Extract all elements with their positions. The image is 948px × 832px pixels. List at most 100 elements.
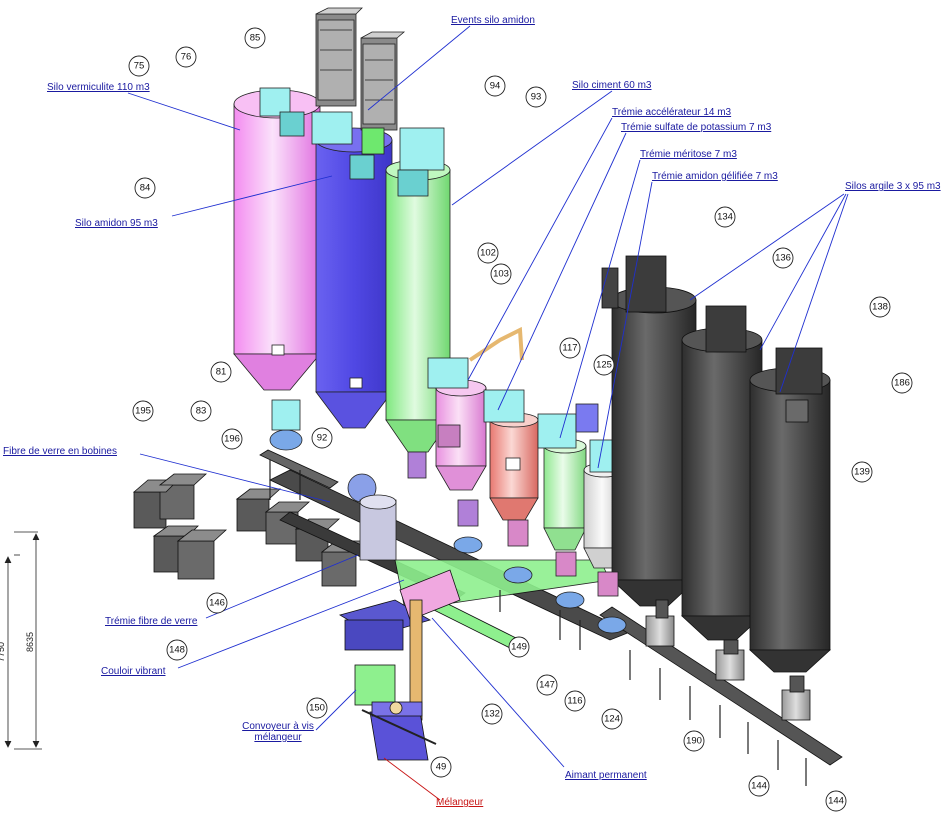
label-aimant-permanent: Aimant permanent (565, 770, 647, 781)
bubble-number: 150 (309, 703, 325, 714)
bubble-circle (536, 674, 558, 696)
item-bubble: 83 (190, 400, 212, 422)
bubble-circle (175, 46, 197, 68)
item-bubble: 195 (132, 400, 154, 422)
bubble-number: 195 (135, 406, 151, 417)
bubble-circle (559, 337, 581, 359)
label-tremie-accelerateur: Trémie accélérateur 14 m3 (612, 107, 732, 118)
label-couloir-vibrant: Couloir vibrant (101, 666, 166, 677)
bubble-number: 83 (196, 406, 207, 417)
silo-vermiculite (233, 87, 321, 391)
bubble-number: 84 (140, 183, 151, 194)
melangeur-leader (383, 757, 441, 801)
bubble-number: 149 (511, 642, 527, 653)
bubble-circle (306, 697, 328, 719)
bubble-circle (683, 730, 705, 752)
label-convoyeur-line2: mélangeur (254, 732, 302, 743)
item-bubble: 138 (869, 296, 891, 318)
dimension-outer: 8635 (25, 632, 35, 652)
bubble-circle (477, 242, 499, 264)
hopper-sulfate (483, 389, 539, 521)
bubble-number: 124 (604, 714, 620, 725)
label-convoyeur-a-vis: Convoyeur à vis mélangeur (232, 721, 324, 743)
leader-lines (127, 25, 849, 768)
dimension-lines (4, 531, 42, 750)
bubble-number: 94 (490, 81, 501, 92)
item-bubble: 134 (714, 206, 736, 228)
bubble-circle (484, 75, 506, 97)
item-bubble: 84 (134, 177, 156, 199)
bubble-number: 81 (216, 367, 227, 378)
bubble-circle (244, 27, 266, 49)
dosing-units (269, 399, 627, 634)
clay-feeders (645, 599, 811, 721)
item-bubble: 144 (748, 775, 770, 797)
bubble-number: 186 (894, 378, 910, 389)
bubble-circle (134, 177, 156, 199)
label-tremie-fibre-verre: Trémie fibre de verre (105, 616, 198, 627)
bubble-number: 76 (181, 52, 192, 63)
bubble-number: 102 (480, 248, 496, 259)
clay-silos (601, 255, 832, 673)
bubble-circle (869, 296, 891, 318)
item-bubbles: 8576759493841021031341361381861391171258… (128, 27, 913, 812)
bubble-number: 148 (169, 645, 185, 656)
item-bubble: 196 (221, 428, 243, 450)
label-events-silo-amidon: Events silo amidon (451, 15, 535, 26)
item-bubble: 144 (825, 790, 847, 812)
bubble-circle (166, 639, 188, 661)
bubble-circle (851, 461, 873, 483)
bubble-circle (593, 354, 615, 376)
support-legs (269, 460, 807, 786)
bubble-circle (132, 400, 154, 422)
item-bubble: 103 (490, 263, 512, 285)
bubble-circle (748, 775, 770, 797)
bubble-circle (772, 247, 794, 269)
item-bubble: 147 (536, 674, 558, 696)
bubble-circle (190, 400, 212, 422)
bubble-circle (564, 690, 586, 712)
item-bubble: 92 (311, 427, 333, 449)
label-convoyeur-line1: Convoyeur à vis (242, 721, 314, 732)
item-bubble: 49 (430, 756, 452, 778)
label-fibre-verre-bobines: Fibre de verre en bobines (3, 446, 117, 457)
label-silos-argile: Silos argile 3 x 95 m3 (845, 181, 941, 192)
item-bubble: 94 (484, 75, 506, 97)
bubble-circle (206, 592, 228, 614)
item-bubble: 124 (601, 708, 623, 730)
bubble-number: 134 (717, 212, 733, 223)
bubble-number: 136 (775, 253, 791, 264)
item-bubble: 139 (851, 461, 873, 483)
bubble-circle (825, 790, 847, 812)
bubble-number: 132 (484, 709, 500, 720)
bubble-number: 92 (317, 433, 328, 444)
item-bubble: 117 (559, 337, 581, 359)
item-bubble: 150 (306, 697, 328, 719)
bubble-circle (311, 427, 333, 449)
label-tremie-meritose: Trémie méritose 7 m3 (640, 149, 737, 160)
item-bubble: 136 (772, 247, 794, 269)
bubble-number: 146 (209, 598, 225, 609)
bubble-circle (601, 708, 623, 730)
bubble-number: 103 (493, 269, 509, 280)
bubble-number: 138 (872, 302, 888, 313)
bubble-circle (508, 636, 530, 658)
bubble-circle (221, 428, 243, 450)
item-bubble: 116 (564, 690, 586, 712)
item-bubble: 190 (683, 730, 705, 752)
item-bubble: 81 (210, 361, 232, 383)
bubble-circle (525, 86, 547, 108)
bubble-number: 93 (531, 92, 542, 103)
item-bubble: 146 (206, 592, 228, 614)
bubble-circle (714, 206, 736, 228)
bubble-circle (430, 756, 452, 778)
label-silo-amidon: Silo amidon 95 m3 (75, 218, 158, 229)
bubble-number: 75 (134, 61, 145, 72)
item-bubble: 85 (244, 27, 266, 49)
label-melangeur: Mélangeur (436, 797, 484, 808)
item-bubble: 149 (508, 636, 530, 658)
item-bubble: 93 (525, 86, 547, 108)
mixer-assembly (338, 569, 461, 761)
